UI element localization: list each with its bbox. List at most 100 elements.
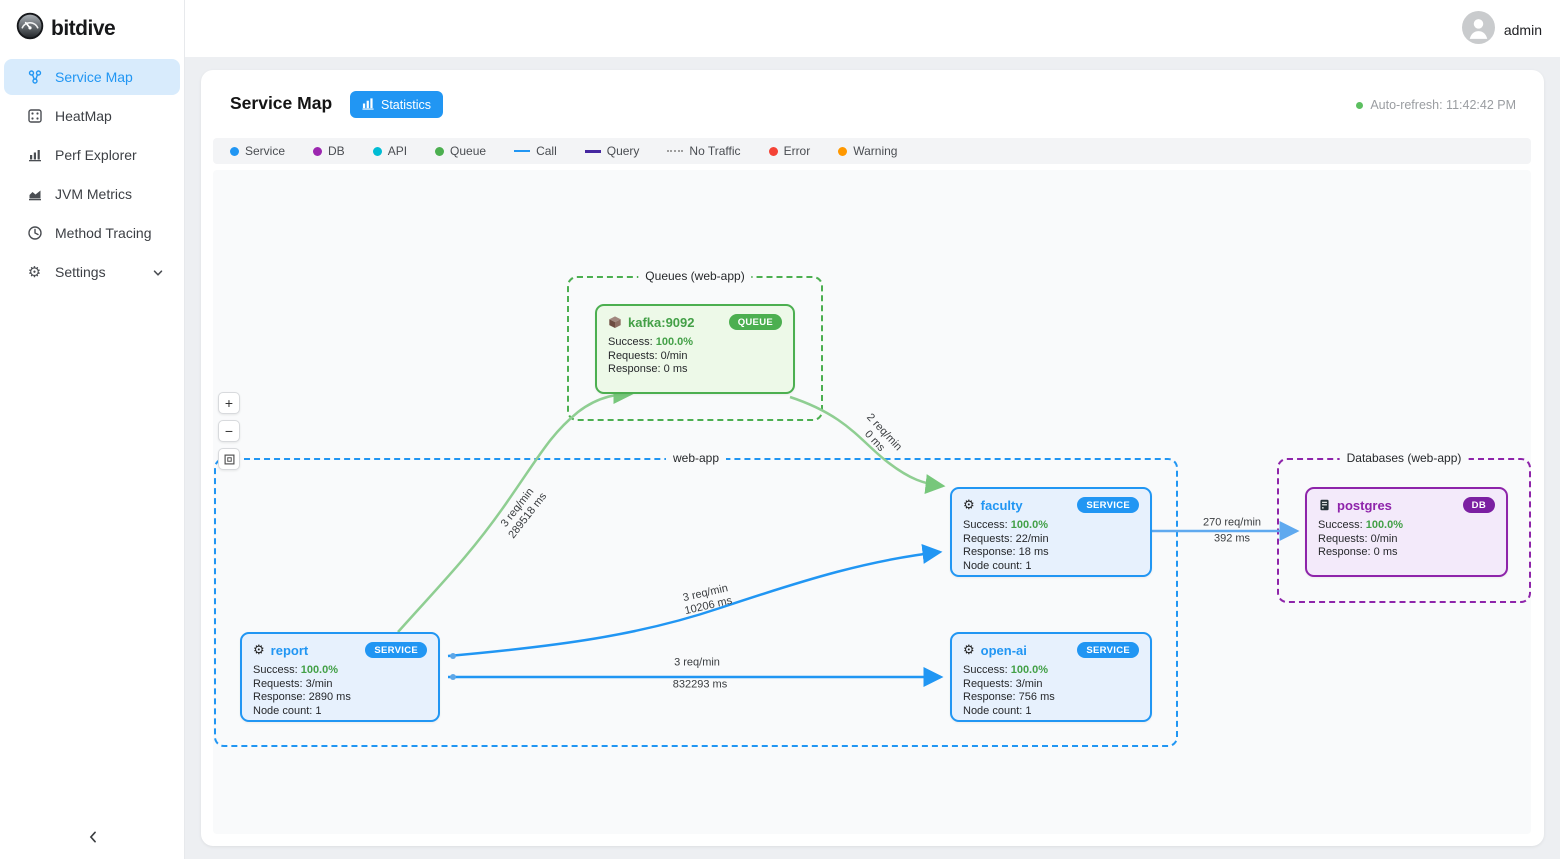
node-open-ai[interactable]: ⚙ open-ai SERVICE Success: 100.0% Reques… — [950, 632, 1152, 722]
zoom-in-button[interactable]: + — [218, 392, 240, 414]
legend-item-api: API — [372, 144, 408, 158]
auto-refresh-dot-icon — [1356, 101, 1364, 109]
username-label: admin — [1503, 22, 1542, 38]
fit-view-button[interactable] — [218, 448, 240, 470]
legend-label: Service — [245, 144, 286, 158]
stat-success: Success: 100.0% — [963, 664, 1049, 676]
node-title: open-ai — [980, 642, 1027, 658]
edge-label: 392 ms — [1214, 533, 1250, 546]
group-web-app: web-app — [214, 451, 1178, 747]
legend-item-error: Error — [768, 144, 811, 158]
node-stats: Success: 100.0% Requests: 3/min Response… — [963, 664, 1139, 718]
group-label: web-app — [665, 451, 727, 465]
node-type-badge: SERVICE — [1077, 642, 1139, 658]
zoom-out-button[interactable]: − — [218, 420, 240, 442]
edge-latency: 392 ms — [1213, 532, 1251, 545]
topbar: admin — [185, 0, 1560, 57]
legend-item-queue: Queue — [435, 144, 486, 158]
sidebar-collapse-button[interactable] — [0, 830, 185, 849]
edge-latency: 0 ms — [862, 428, 888, 454]
legend-item-no-traffic: No Traffic — [667, 144, 741, 158]
node-type-badge: SERVICE — [1077, 497, 1139, 513]
node-title: report — [270, 642, 309, 658]
node-kafka[interactable]: kafka:9092 QUEUE Success: 100.0% Request… — [595, 304, 795, 394]
node-title: faculty — [980, 497, 1023, 513]
page-title: Service Map — [230, 93, 333, 113]
stat-success: Success: 100.0% — [253, 664, 339, 676]
node-type-badge: QUEUE — [728, 314, 782, 330]
brand-logo[interactable]: bitdive — [0, 0, 184, 55]
legend-label: Call — [536, 144, 557, 158]
stat-node-count: Node count: 1 — [253, 704, 322, 717]
db-dot-icon — [313, 146, 323, 156]
statistics-button-label: Statistics — [381, 97, 432, 112]
node-faculty[interactable]: ⚙ faculty SERVICE Success: 100.0% Reques… — [950, 487, 1152, 577]
group-label: Queues (web-app) — [638, 269, 752, 283]
sidebar-item-service-map[interactable]: Service Map — [4, 59, 180, 95]
stat-success: Success: 100.0% — [963, 519, 1049, 531]
edge-rate: 2 req/min — [864, 411, 905, 454]
package-icon — [608, 315, 622, 329]
sidebar-item-label: Method Tracing — [55, 225, 152, 241]
legend-label: Queue — [450, 144, 487, 158]
stat-response: Response: 2890 ms — [253, 691, 351, 703]
edge-label: 2 req/min 0 ms — [854, 411, 904, 462]
node-stats: Success: 100.0% Requests: 0/min Response… — [608, 336, 782, 377]
sidebar-item-method-tracing[interactable]: Method Tracing — [4, 215, 180, 251]
legend-label: DB — [328, 144, 345, 158]
legend-label: Error — [783, 144, 811, 158]
edge-label: 270 req/min — [1203, 517, 1261, 530]
sidebar-item-label: Perf Explorer — [55, 147, 137, 163]
gear-icon: ⚙ — [963, 497, 975, 512]
legend-bar: Service DB API Queue Call Query No Traff… — [213, 138, 1531, 164]
service-map-panel: Service Map Statistics Auto-refresh: 11:… — [201, 70, 1544, 846]
user-menu[interactable]: admin — [1461, 11, 1542, 49]
stat-requests: Requests: 3/min — [253, 677, 333, 690]
stat-success: Success: 100.0% — [1318, 519, 1404, 531]
sidebar-item-label: Settings — [55, 264, 106, 280]
statistics-button[interactable]: Statistics — [350, 91, 444, 118]
node-report[interactable]: ⚙ report SERVICE Success: 100.0% Request… — [240, 632, 440, 722]
fit-view-icon — [224, 454, 234, 464]
stat-requests: Requests: 22/min — [963, 532, 1049, 545]
service-dot-icon — [230, 146, 239, 156]
brand-name: bitdive — [51, 16, 116, 40]
avatar — [1461, 11, 1495, 49]
bar-chart-icon — [362, 97, 375, 113]
node-stats: Success: 100.0% Requests: 3/min Response… — [253, 664, 427, 718]
stat-response: Response: 0 ms — [1318, 546, 1398, 558]
sidebar-item-settings[interactable]: ⚙ Settings — [4, 254, 180, 290]
call-line-icon — [514, 150, 531, 152]
stat-response: Response: 0 ms — [608, 363, 688, 375]
legend-label: No Traffic — [689, 144, 741, 158]
auto-refresh-status: Auto-refresh: 11:42:42 PM — [1356, 98, 1516, 112]
sidebar-item-label: JVM Metrics — [55, 186, 132, 202]
stat-requests: Requests: 3/min — [963, 677, 1043, 690]
stat-response: Response: 756 ms — [963, 691, 1055, 703]
sidebar-item-perf-explorer[interactable]: Perf Explorer — [4, 137, 180, 173]
legend-label: API — [387, 144, 408, 158]
sidebar-menu: Service Map HeatMap Perf Explorer — [0, 59, 184, 290]
sidebar-item-heatmap[interactable]: HeatMap — [4, 98, 180, 134]
service-map-canvas[interactable]: Queues (web-app) web-app Databases (web-… — [213, 170, 1531, 834]
chevron-left-icon — [86, 831, 100, 848]
auto-refresh-label: Auto-refresh: 11:42:42 PM — [1370, 98, 1516, 112]
query-line-icon — [584, 149, 601, 153]
sidebar: bitdive Service Map HeatMa — [0, 0, 185, 859]
service-map-icon — [26, 69, 43, 86]
chevron-down-icon — [152, 266, 164, 282]
canvas-zoom-controls: + − — [218, 392, 240, 470]
legend-item-warning: Warning — [838, 144, 897, 158]
sidebar-item-jvm-metrics[interactable]: JVM Metrics — [4, 176, 180, 212]
sidebar-item-label: HeatMap — [55, 108, 112, 124]
legend-label: Query — [606, 144, 640, 158]
warning-dot-icon — [838, 146, 848, 156]
stat-node-count: Node count: 1 — [963, 704, 1032, 717]
node-postgres[interactable]: postgres DB Success: 100.0% Requests: 0/… — [1305, 487, 1508, 577]
group-queues-web-app: Queues (web-app) — [567, 269, 823, 421]
jvm-metrics-icon — [26, 186, 43, 203]
legend-item-service: Service — [230, 144, 285, 158]
stat-response: Response: 18 ms — [963, 546, 1049, 558]
bitdive-gauge-icon — [16, 12, 44, 45]
no-traffic-line-icon — [667, 150, 684, 152]
